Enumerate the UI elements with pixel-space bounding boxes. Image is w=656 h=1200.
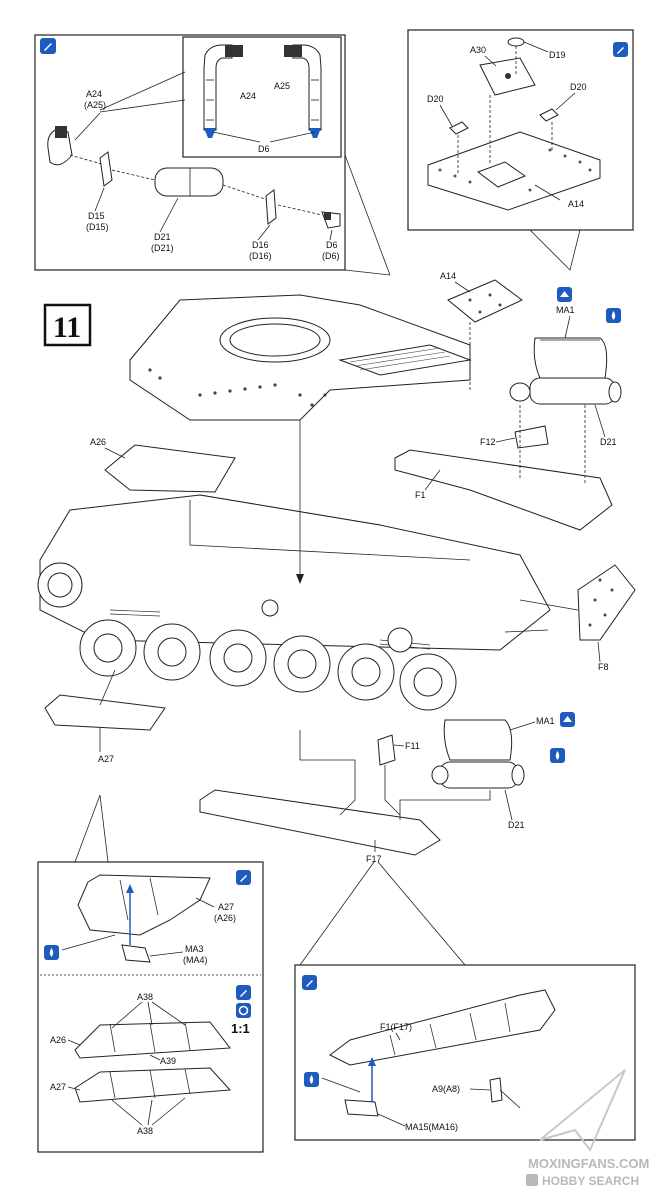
label-d19: D19 (549, 50, 566, 60)
paint-drop-icon (550, 748, 565, 763)
label-ma3-ma4: MA3(MA4) (183, 944, 208, 965)
watermark-line1: MOXINGFANS.COM (528, 1156, 649, 1171)
label-a26: A26 (90, 437, 106, 447)
label-ma15-ma16: MA15(MA16) (405, 1122, 458, 1132)
label-a24-a25: A24(A25) (84, 89, 106, 110)
paint-drop-icon (304, 1072, 319, 1087)
part-ma3 (121, 944, 151, 963)
label-ma1-top: MA1 (556, 305, 575, 315)
label-a9-a8: A9(A8) (432, 1084, 460, 1094)
hobby-search-logo-icon (526, 1174, 538, 1186)
label-a14-main: A14 (440, 271, 456, 281)
glue-bottle-icon (302, 975, 317, 990)
detail-box-frame-bottom-left (37, 861, 264, 1153)
label-d21-top: D21 (600, 437, 617, 447)
rotate-icon (236, 1003, 251, 1018)
detail-box-frame-right (407, 29, 634, 231)
label-f12: F12 (480, 437, 496, 447)
plate-a14 (447, 279, 523, 323)
label-a25: A25 (274, 81, 290, 91)
label-f1-f17: F1(F17) (380, 1022, 412, 1032)
label-a24: A24 (240, 91, 256, 101)
paint-drop-icon (606, 308, 621, 323)
lower-fender-group: MA1 D21 F11 F17 (199, 712, 575, 966)
detail-box-hatch: A30 D19 D20 D20 A14 (407, 29, 634, 271)
detail-box-frame (34, 34, 346, 271)
detail-box-exhaust: A24 A25 D6 A24(A25) D15(D15) D21(D21) (34, 34, 391, 276)
main-hull-assembly: A14 MA1 D21 F12 F1 (37, 271, 636, 764)
label-a27-detail: A27 (50, 1082, 66, 1092)
label-a38-top: A38 (137, 992, 153, 1002)
label-d6-d6: D6(D6) (322, 240, 340, 261)
label-a30: A30 (470, 45, 486, 55)
detail-box-frame-bottom-right (294, 964, 636, 1141)
watermark: MOXINGFANS.COM HOBBY SEARCH (526, 1069, 649, 1188)
step-number: 11 (53, 311, 81, 344)
label-f17: F17 (366, 854, 382, 864)
plate-f8 (577, 564, 636, 641)
lower-hull (39, 494, 551, 651)
scale-label: 1:1 (231, 1021, 250, 1036)
label-d20-left: D20 (427, 94, 444, 104)
fender-f1-detail (329, 989, 556, 1066)
glue-bottle-icon (40, 38, 56, 54)
label-a27: A27 (98, 754, 114, 764)
glue-bottle-icon (613, 42, 628, 57)
label-d21-bottom: D21 (508, 820, 525, 830)
part-ma15 (344, 1099, 379, 1117)
ma1-bottom-part (443, 719, 513, 761)
label-a26-detail: A26 (50, 1035, 66, 1045)
part-f11 (377, 734, 396, 766)
exhaust-assembly (47, 126, 341, 229)
detail-box-mudguard: A27(A26) MA3(MA4) 1:1 A38 A2 (37, 794, 264, 1153)
label-f8: F8 (598, 662, 609, 672)
photo-etch-icon (560, 712, 575, 727)
glue-bottle-icon (236, 870, 251, 885)
label-d20-right: D20 (570, 82, 587, 92)
label-d6: D6 (258, 144, 270, 154)
watermark-line2: HOBBY SEARCH (542, 1174, 639, 1188)
part-a27 (44, 694, 166, 731)
glue-bottle-icon (236, 985, 251, 1000)
step-number-box: 11 (43, 303, 92, 347)
ma1-top-part (533, 337, 608, 379)
label-a38-bottom: A38 (137, 1126, 153, 1136)
detail-box-fender: F1(F17) A9(A8) MA15(MA16) (294, 964, 636, 1141)
part-f12 (514, 425, 549, 449)
label-a27-a26: A27(A26) (214, 902, 236, 923)
label-f11: F11 (405, 741, 420, 751)
exhaust-pipe-a25 (284, 44, 322, 138)
fender-f1 (394, 449, 613, 531)
label-ma1-bottom: MA1 (536, 716, 555, 726)
hull-rivets (148, 368, 327, 407)
rivets (438, 148, 592, 192)
label-d16: D16(D16) (249, 240, 272, 261)
exhaust-pipe-a24 (203, 44, 243, 138)
label-a39: A39 (160, 1056, 176, 1066)
road-wheels (79, 619, 457, 711)
fender-f17 (199, 789, 441, 856)
inner-detail-box (182, 36, 342, 158)
part-a9 (489, 1077, 503, 1103)
label-a14-top: A14 (568, 199, 584, 209)
photo-etch-icon (557, 287, 572, 302)
part-a26 (104, 444, 236, 493)
paint-drop-icon (44, 945, 59, 960)
d21-top-part (509, 377, 622, 405)
d21-bottom-part (431, 761, 525, 789)
panel-a26-detail (74, 1021, 231, 1059)
mudguard-a27-detail (77, 874, 211, 936)
label-f1: F1 (415, 490, 426, 500)
label-d15: D15(D15) (86, 211, 109, 232)
label-d21-d21: D21(D21) (151, 232, 174, 253)
